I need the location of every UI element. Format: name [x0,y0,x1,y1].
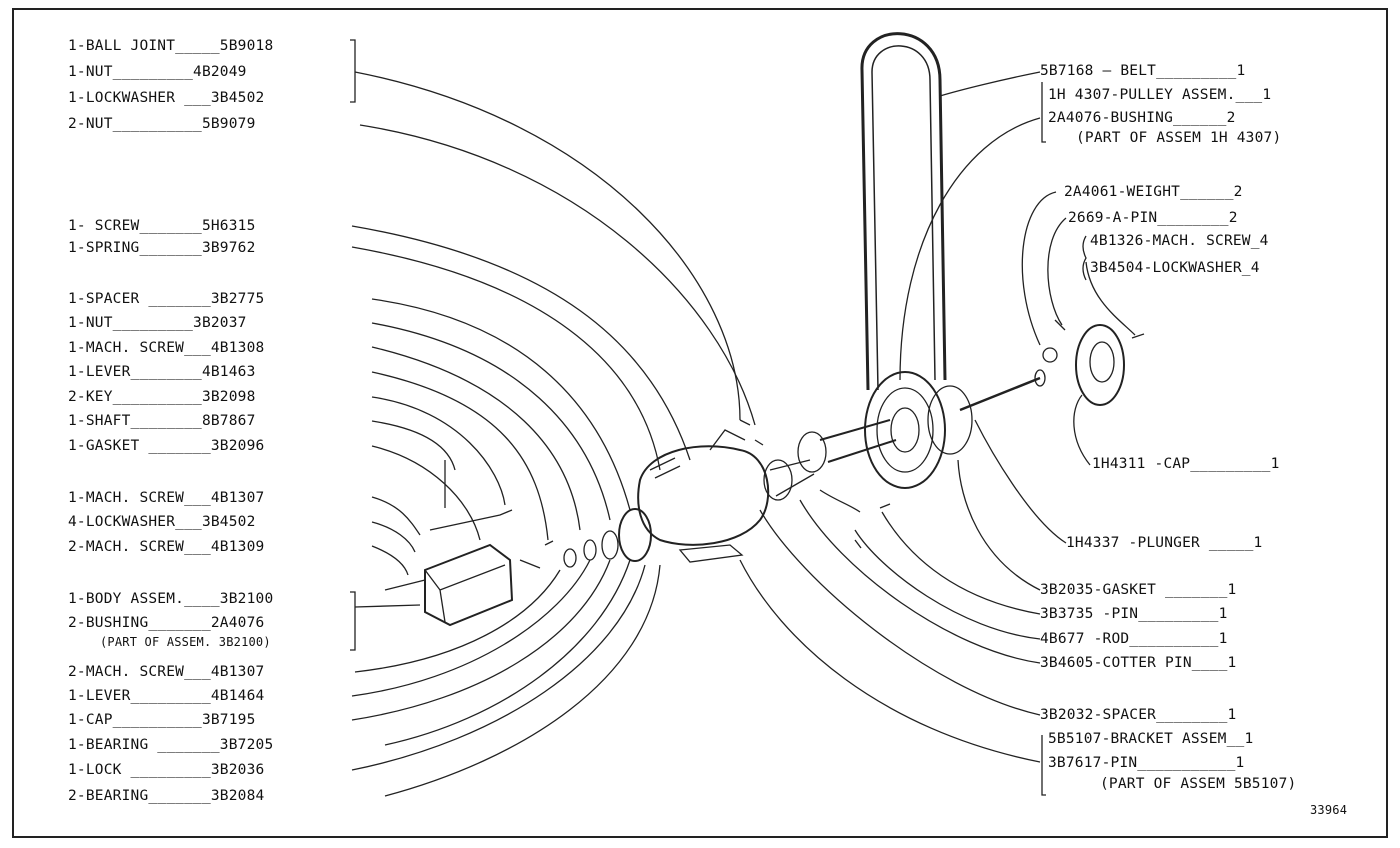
label-lockwasher-4: 4-LOCKWASHER___3B4502 [68,514,256,530]
label-bearing-3b7205: 1-BEARING _______3B7205 [68,737,274,753]
label-lockwasher-3b4504: 3B4504-LOCKWASHER_4 [1090,260,1260,276]
diagram-frame [12,8,1388,838]
label-ball-joint: 1-BALL JOINT_____5B9018 [68,38,274,54]
label-mach-screw-4b1307-b: 2-MACH. SCREW___4B1307 [68,664,265,680]
label-lockwasher-3b4502: 1-LOCKWASHER ___3B4502 [68,90,265,106]
label-mach-screw-4b1326: 4B1326-MACH. SCREW_4 [1090,233,1269,249]
label-screw: 1- SCREW_______5H6315 [68,218,256,234]
label-pulley-assem: 1H 4307-PULLEY ASSEM.___1 [1048,87,1272,103]
label-pin-3b3735: 3B3735 -PIN_________1 [1040,606,1228,622]
cap-disc [1075,324,1125,406]
belt [860,32,947,391]
note-part-of-5b5107: (PART OF ASSEM 5B5107) [1100,776,1297,792]
bracket-bracket-group [1041,735,1046,796]
label-cap-3b7195: 1-CAP__________3B7195 [68,712,256,728]
bracket-pulley-group [1041,82,1046,143]
label-spacer-3b2032: 3B2032-SPACER________1 [1040,707,1237,723]
label-bushing-right: 2A4076-BUSHING______2 [1048,110,1236,126]
figure-number: 33964 [1310,803,1348,817]
label-cap-1h4311: 1H4311 -CAP_________1 [1092,456,1280,472]
label-gasket-3b2035: 3B2035-GASKET _______1 [1040,582,1237,598]
label-cotter-pin: 3B4605-COTTER PIN____1 [1040,655,1237,671]
label-nut-3b2037: 1-NUT_________3B2037 [68,315,247,331]
label-pin-3b7617: 3B7617-PIN___________1 [1048,755,1245,771]
bracket-screw-group [1082,235,1087,281]
label-spring: 1-SPRING_______3B9762 [68,240,256,256]
label-nut-5b9079: 2-NUT__________5B9079 [68,116,256,132]
label-spacer-3b2775: 1-SPACER _______3B2775 [68,291,265,307]
label-bearing-3b2084: 2-BEARING_______3B2084 [68,788,265,804]
label-weight: 2A4061-WEIGHT______2 [1064,184,1243,200]
label-key: 2-KEY__________3B2098 [68,389,256,405]
note-part-of-1h4307: (PART OF ASSEM 1H 4307) [1076,130,1282,146]
label-belt: 5B7168 — BELT_________1 [1040,63,1246,79]
note-part-of-3b2100: (PART OF ASSEM. 3B2100) [100,635,271,649]
label-plunger: 1H4337 -PLUNGER _____1 [1066,535,1263,551]
label-lock: 1-LOCK _________3B2036 [68,762,265,778]
label-mach-screw-4b1307-a: 1-MACH. SCREW___4B1307 [68,490,265,506]
label-mach-screw-4b1308: 1-MACH. SCREW___4B1308 [68,340,265,356]
label-bushing-left: 2-BUSHING_______2A4076 [68,615,265,631]
label-nut-4b2049: 1-NUT_________4B2049 [68,64,247,80]
label-body-assem: 1-BODY ASSEM.____3B2100 [68,591,274,607]
label-bracket-assem: 5B5107-BRACKET ASSEM__1 [1048,731,1254,747]
plunger-rod [959,376,1041,412]
label-shaft: 1-SHAFT________8B7867 [68,413,256,429]
label-lever-4b1464: 1-LEVER_________4B1464 [68,688,265,704]
label-mach-screw-4b1309: 2-MACH. SCREW___4B1309 [68,539,265,555]
label-lever-4b1463: 1-LEVER________4B1463 [68,364,256,380]
pulley [864,371,946,489]
label-pin-2669a: 2669-A-PIN________2 [1068,210,1238,226]
bracket-ball-joint-group [350,39,356,103]
label-rod: 4B677 -ROD__________1 [1040,631,1228,647]
label-gasket-3b2096: 1-GASKET _______3B2096 [68,438,265,454]
bracket-body-group [350,591,356,651]
body-assembly [424,543,514,627]
bearing-tube [819,419,897,463]
